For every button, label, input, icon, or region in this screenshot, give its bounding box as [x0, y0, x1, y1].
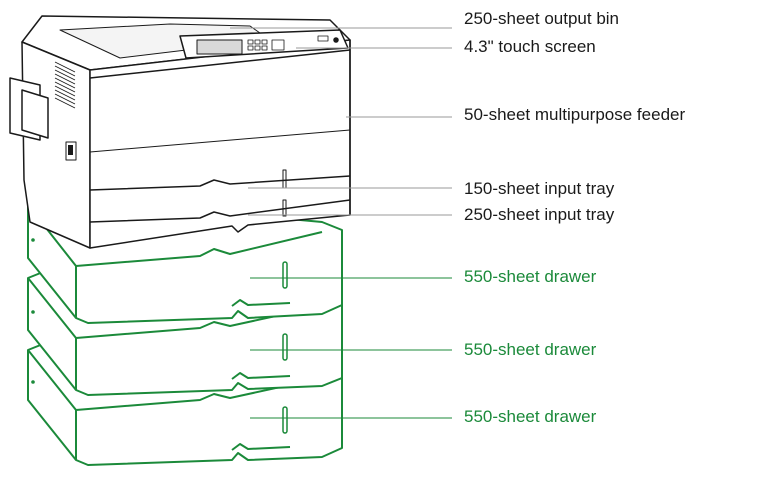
callout-input-tray-150: 150-sheet input tray: [464, 179, 615, 198]
callout-mp-feeder: 50-sheet multipurpose feeder: [464, 105, 686, 124]
printer-illustration: [9, 15, 351, 249]
callout-output-bin: 250-sheet output bin: [464, 9, 620, 28]
callout-drawer-2: 550-sheet drawer: [464, 340, 597, 359]
leader-lines: [230, 27, 452, 216]
callout-input-tray-250: 250-sheet input tray: [464, 205, 615, 224]
drawer-leader-lines: [250, 277, 452, 419]
callout-drawer-1: 550-sheet drawer: [464, 267, 597, 286]
callout-drawer-3: 550-sheet drawer: [464, 407, 597, 426]
callout-touch-screen: 4.3" touch screen: [464, 37, 596, 56]
